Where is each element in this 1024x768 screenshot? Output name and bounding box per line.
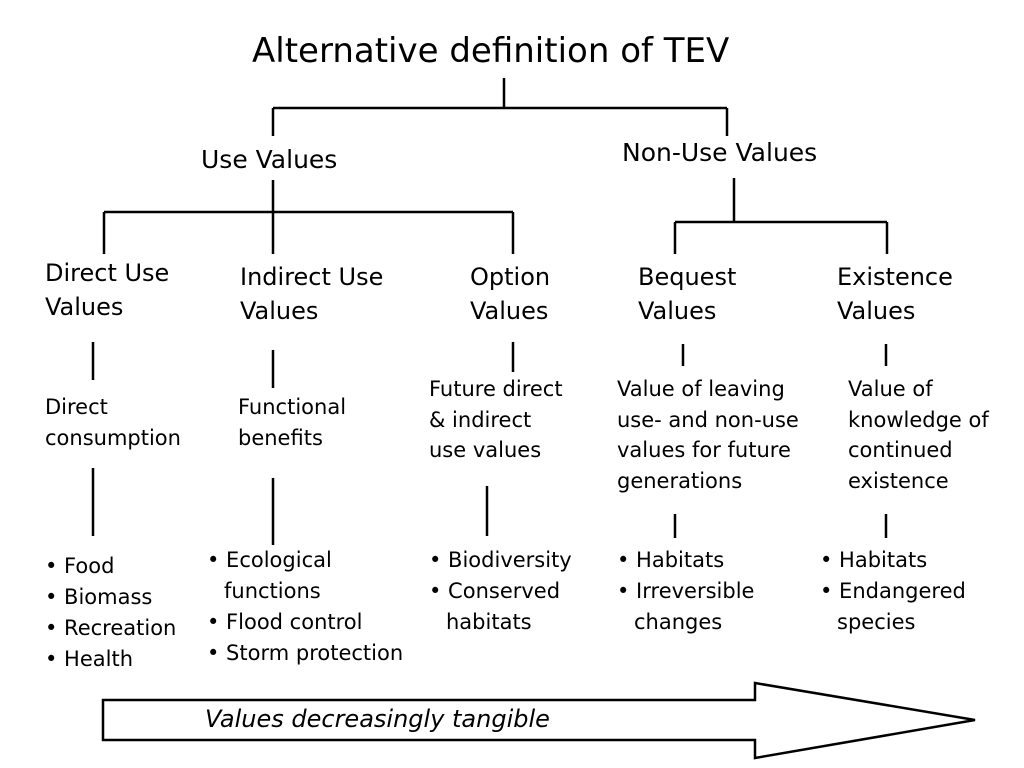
existence-examples: • Habitats • Endangered species xyxy=(820,545,966,638)
indirect-use-heading: Indirect Use Values xyxy=(240,263,384,325)
direct-use-description: Direct consumption xyxy=(45,395,181,450)
list-item: • Endangered xyxy=(820,579,966,603)
tangibility-arrow xyxy=(101,681,976,760)
list-item: • Health xyxy=(45,647,134,671)
list-item: • Habitats xyxy=(617,548,725,572)
list-item-continuation: species xyxy=(837,610,916,634)
list-item: • Biomass xyxy=(45,585,153,609)
bequest-examples: • Habitats • Irreversible changes xyxy=(617,545,754,638)
direct-use-heading: Direct Use Values xyxy=(45,259,170,321)
option-heading: Option Values xyxy=(470,263,551,325)
list-item-continuation: habitats xyxy=(446,610,532,634)
list-item: • Storm protection xyxy=(207,641,404,665)
existence-description: Value of knowledge of continued existenc… xyxy=(848,377,989,493)
indirect-use-examples: • Ecological functions • Flood control •… xyxy=(207,545,403,669)
use-values-label: Use Values xyxy=(201,145,338,174)
list-item: • Irreversible xyxy=(617,579,755,603)
list-item: • Recreation xyxy=(45,616,177,640)
bequest-heading: Bequest Values xyxy=(638,263,737,325)
option-description: Future direct & indirect use values xyxy=(429,377,563,462)
non-use-values-label: Non-Use Values xyxy=(622,138,818,167)
option-examples: • Biodiversity • Conserved habitats xyxy=(429,545,572,638)
diagram-title: Alternative definition of TEV xyxy=(252,31,730,71)
list-item: • Habitats xyxy=(820,548,928,572)
list-item: • Food xyxy=(45,554,115,578)
existence-heading: Existence Values xyxy=(837,263,953,325)
bequest-description: Value of leaving use- and non-use values… xyxy=(617,377,799,493)
list-item-continuation: changes xyxy=(634,610,723,634)
list-item-continuation: functions xyxy=(224,579,321,603)
indirect-use-description: Functional benefits xyxy=(238,395,347,450)
list-item: • Biodiversity xyxy=(429,548,572,572)
direct-use-examples: • Food • Biomass • Recreation • Health xyxy=(45,551,176,675)
list-item: • Flood control xyxy=(207,610,363,634)
list-item: • Ecological xyxy=(207,548,332,572)
list-item: • Conserved xyxy=(429,579,561,603)
arrow-label: Values decreasingly tangible xyxy=(205,705,550,733)
